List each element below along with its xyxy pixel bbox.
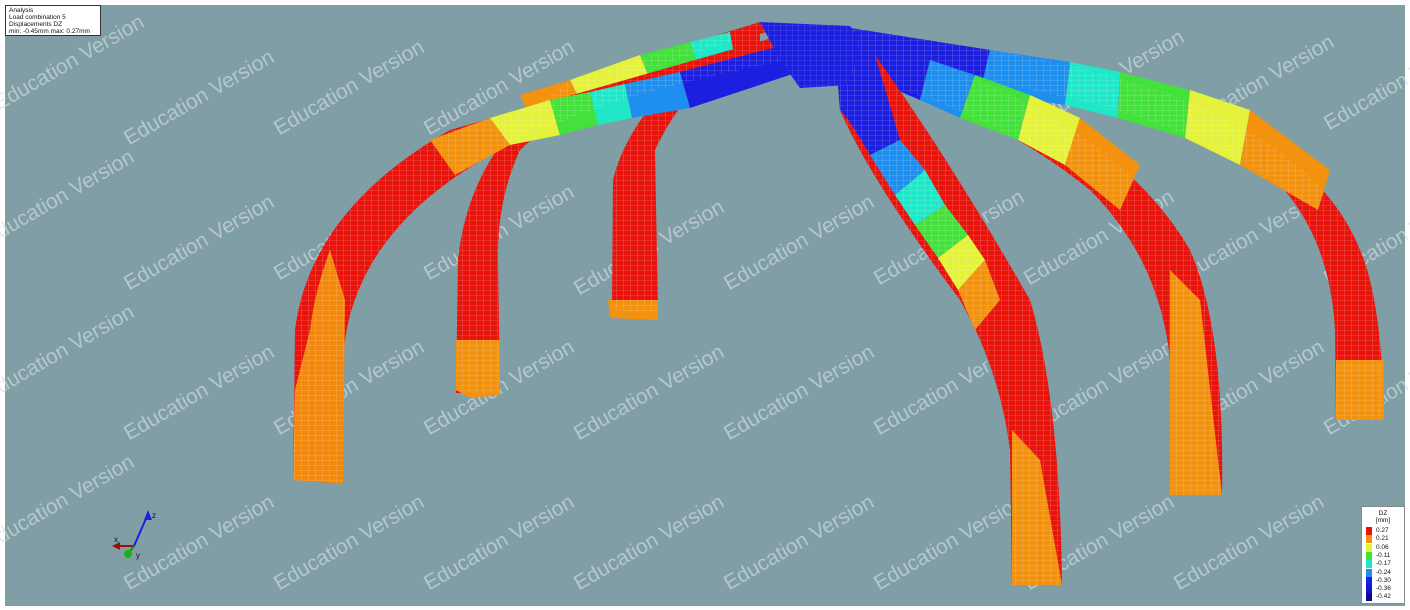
arch-front-right [835, 50, 1062, 585]
legend-swatch [1366, 535, 1372, 544]
info-line: Load combination 5 [9, 14, 66, 21]
legend-unit: [mm] [1375, 517, 1391, 524]
info-line: min: -0.45mm max: 0.27mm [9, 28, 90, 35]
legend-swatch [1366, 527, 1372, 535]
legend-value: -0.42 [1376, 593, 1391, 601]
arch-front-left [293, 28, 850, 484]
legend-value: -0.17 [1376, 560, 1391, 568]
arch-back-left [608, 22, 760, 320]
legend-value: 0.21 [1376, 535, 1389, 543]
legend-value: -0.11 [1376, 551, 1391, 559]
central-hub [760, 22, 860, 88]
legend-value: 0.06 [1376, 543, 1389, 551]
axis-label-x: x [114, 535, 118, 544]
info-line: Displacements DZ [9, 21, 63, 28]
axis-triad-icon: z x y [112, 510, 156, 560]
legend-swatch [1366, 560, 1372, 569]
legend-value: -0.24 [1376, 568, 1391, 576]
analysis-info-box: Analysis Load combination 5 Displacement… [5, 5, 101, 36]
axis-label-z: z [152, 511, 156, 520]
legend-swatch [1366, 551, 1372, 560]
legend-value: 0.27 [1376, 527, 1389, 534]
legend-title: DZ [1378, 510, 1388, 517]
info-line: Analysis [9, 7, 34, 14]
axis-label-y: y [136, 551, 140, 560]
legend-swatch [1366, 576, 1372, 585]
legend-value: -0.36 [1376, 585, 1391, 593]
legend-value: -0.30 [1376, 576, 1391, 584]
legend-swatch [1366, 568, 1372, 577]
legend-swatch [1366, 543, 1372, 552]
legend-swatch [1366, 593, 1372, 602]
legend-swatch [1366, 585, 1372, 594]
